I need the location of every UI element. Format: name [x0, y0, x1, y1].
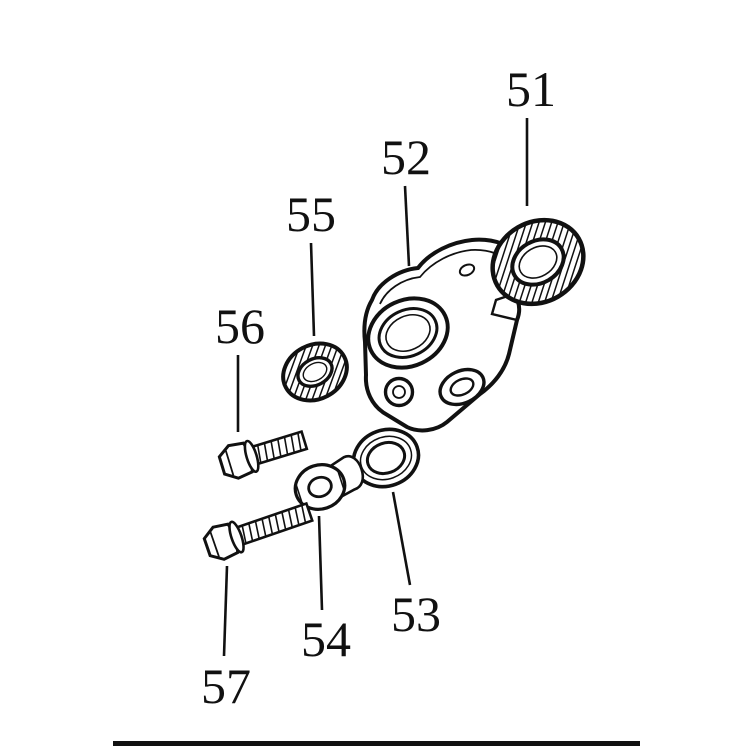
bolt-threads: [241, 505, 307, 543]
part-55-seal-ring: [281, 341, 349, 403]
leader-line-54: [317, 515, 324, 611]
callout-54: 54: [301, 611, 351, 667]
callout-52: 52: [381, 129, 431, 185]
leader-line-57: [222, 565, 229, 657]
leader-line-52: [403, 185, 411, 267]
callout-57: 57: [201, 658, 251, 714]
callout-51: 51: [506, 61, 556, 117]
part-53-washer: [351, 427, 421, 489]
callout-55: 55: [286, 186, 336, 242]
part-54-nut: [293, 454, 365, 511]
leader-line-53: [391, 491, 412, 586]
callout-53: 53: [391, 586, 441, 642]
part-57-bolt: [202, 501, 314, 561]
part-52-housing: [362, 237, 527, 433]
leader-line-55: [309, 242, 316, 337]
part-51-seal-ring: [490, 217, 586, 307]
callout-56: 56: [215, 298, 265, 354]
bolt-threads: [257, 433, 302, 463]
part-56-bolt: [217, 430, 309, 480]
page-edge-line: [113, 741, 640, 746]
